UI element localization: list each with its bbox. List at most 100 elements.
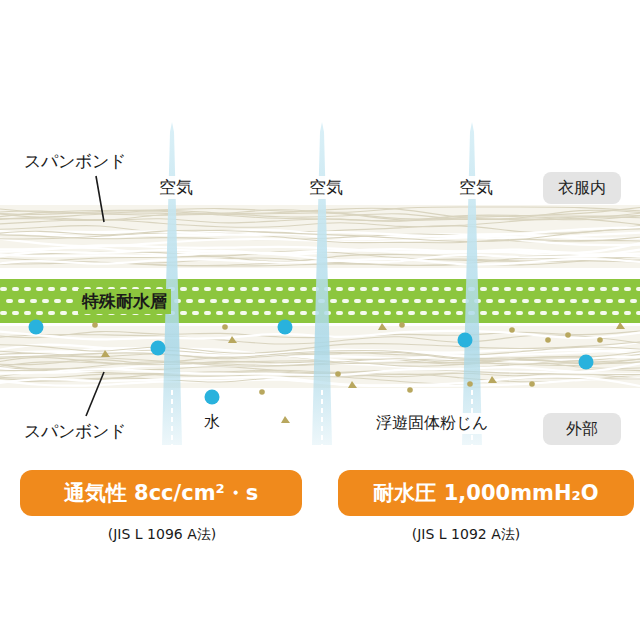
dust-particle xyxy=(101,350,110,357)
dot xyxy=(240,287,247,291)
area-tag: 外部 xyxy=(543,413,621,445)
dot xyxy=(612,311,619,315)
node-text: 衣服内 xyxy=(558,178,606,199)
dot xyxy=(24,287,31,291)
dot xyxy=(288,287,295,291)
dot xyxy=(600,287,607,291)
dot xyxy=(12,311,19,315)
dot xyxy=(204,287,211,291)
dot xyxy=(204,311,211,315)
dot xyxy=(528,287,535,291)
dot xyxy=(276,311,283,315)
dust-dot xyxy=(565,332,571,338)
dot xyxy=(354,299,361,303)
dot xyxy=(606,299,613,303)
dust-particle xyxy=(378,323,387,330)
dot xyxy=(636,311,640,315)
dot xyxy=(552,287,559,291)
dot xyxy=(180,311,187,315)
dot xyxy=(510,299,517,303)
dot xyxy=(228,287,235,291)
dust-dot xyxy=(529,381,535,387)
dot xyxy=(414,299,421,303)
dot xyxy=(48,311,55,315)
dot xyxy=(570,299,577,303)
dot xyxy=(0,311,7,315)
dust-particle xyxy=(488,376,497,383)
dot xyxy=(432,287,439,291)
dust-particle xyxy=(228,336,237,343)
dot xyxy=(372,311,379,315)
dot xyxy=(294,299,301,303)
dust-dot xyxy=(545,337,551,343)
dot xyxy=(564,311,571,315)
test-method-note: (JIS L 1092 A法) xyxy=(410,526,522,544)
water-drop xyxy=(278,320,293,335)
dot xyxy=(552,311,559,315)
dot xyxy=(498,299,505,303)
dust-dot xyxy=(467,381,473,387)
dust-particle xyxy=(281,416,290,423)
annotation: 空気 xyxy=(157,176,195,199)
dot xyxy=(384,311,391,315)
dot xyxy=(546,299,553,303)
dot xyxy=(306,299,313,303)
dot xyxy=(288,311,295,315)
dot xyxy=(234,299,241,303)
dot xyxy=(558,299,565,303)
dot xyxy=(348,287,355,291)
dot xyxy=(282,299,289,303)
dust-dot xyxy=(259,389,265,395)
dot xyxy=(216,311,223,315)
dot xyxy=(264,311,271,315)
dot xyxy=(426,299,433,303)
dot xyxy=(300,311,307,315)
annotation: 空気 xyxy=(457,176,495,199)
dot xyxy=(516,311,523,315)
waterproof-layer: 特殊耐水層 xyxy=(0,279,640,323)
dot xyxy=(534,299,541,303)
dot xyxy=(480,287,487,291)
dot xyxy=(396,311,403,315)
dot xyxy=(270,299,277,303)
node-text: 耐水圧 1,000mmH₂O xyxy=(373,479,598,507)
dot xyxy=(360,287,367,291)
dot xyxy=(624,287,631,291)
dot xyxy=(618,299,625,303)
dot xyxy=(438,299,445,303)
dot xyxy=(408,287,415,291)
dot xyxy=(504,311,511,315)
dot xyxy=(540,311,547,315)
air-beam xyxy=(162,122,182,445)
dot xyxy=(48,287,55,291)
dot xyxy=(252,311,259,315)
dot xyxy=(492,287,499,291)
dot xyxy=(348,311,355,315)
annotation: 浮遊固体粉じん xyxy=(374,413,490,434)
dot xyxy=(492,311,499,315)
dot xyxy=(516,287,523,291)
dot xyxy=(372,287,379,291)
dot xyxy=(504,287,511,291)
dot xyxy=(444,311,451,315)
dot xyxy=(636,287,640,291)
node-text: 外部 xyxy=(566,419,598,440)
spec-box: 耐水圧 1,000mmH₂O xyxy=(338,470,634,516)
dot xyxy=(12,287,19,291)
particles xyxy=(29,320,626,424)
dot xyxy=(360,311,367,315)
dot xyxy=(528,311,535,315)
dust-particle xyxy=(616,322,625,329)
leader-line xyxy=(86,372,104,416)
dot xyxy=(66,299,73,303)
dot xyxy=(216,287,223,291)
dot xyxy=(54,299,61,303)
dot xyxy=(198,299,205,303)
dot xyxy=(420,311,427,315)
dot xyxy=(450,299,457,303)
node-text: 特殊耐水層 xyxy=(78,289,171,314)
dot xyxy=(36,287,43,291)
beam-dash xyxy=(321,390,323,455)
dust-dot xyxy=(222,324,228,330)
dot xyxy=(432,311,439,315)
